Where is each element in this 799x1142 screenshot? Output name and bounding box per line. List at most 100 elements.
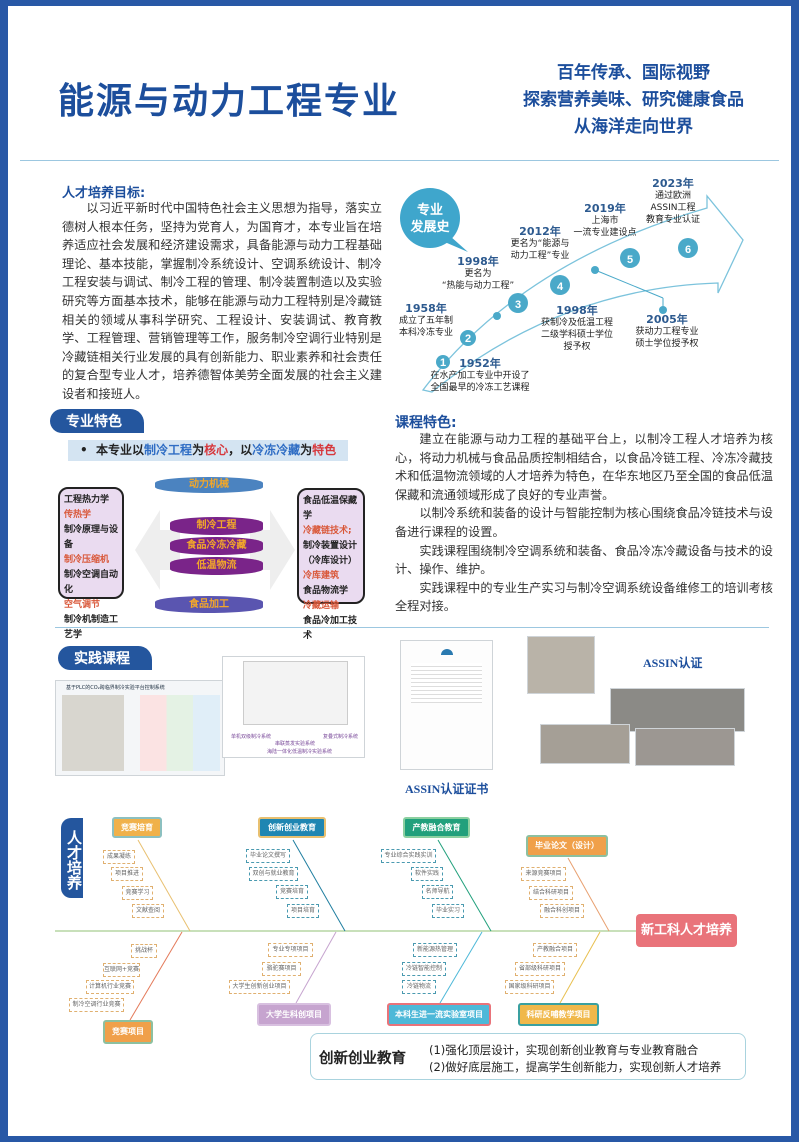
timeline-event: 1958年成立了五年制本科冷冻专业	[399, 303, 453, 339]
fishbone-item: 大学生创新创业项目	[229, 980, 290, 994]
assin-caption: ASSIN认证	[643, 656, 703, 670]
fishbone-item: 国家级科研项目	[505, 980, 554, 994]
course-item: 冷藏链技术;	[303, 526, 352, 536]
goal-text: 以习近平新时代中国特色社会主义思想为指导，落实立德树人根本任务，坚持为党育人，为…	[62, 201, 382, 401]
core-frozen-food: 食品冷冻冷藏	[170, 537, 263, 555]
fishbone-item: 专业综合实践实训	[381, 849, 436, 863]
step-4: 4	[557, 281, 564, 293]
step-6: 6	[685, 244, 691, 256]
power-machinery: 动力机械	[155, 477, 263, 493]
course-item: 制冷压缩机	[64, 555, 110, 565]
step-1: 1	[440, 357, 446, 369]
fishbone-item: 名师导航	[422, 885, 453, 899]
core-cold-logistics: 低温物流	[170, 557, 263, 575]
fishbone-item: 计算机行业竞赛	[86, 980, 134, 994]
fishbone-branch: 大学生科创项目	[257, 1003, 331, 1026]
innovation-line: (2)做好底层施工，提高学生创新能力，实现创新人才培养	[429, 1060, 722, 1074]
slogans: 百年传承、国际视野 探索营养美味、研究健康食品 从海洋走向世界	[523, 60, 744, 141]
fishbone-item: 制冷空调行业竞赛	[69, 998, 124, 1012]
course-text: 建立在能源与动力工程的基础平台上，以制冷工程人才培养为核心，将动力机械与食品品质…	[395, 430, 773, 616]
innovation-lines: (1)强化顶层设计，实现创新创业教育与专业教育融合 (2)做好底层施工，提高学生…	[429, 1042, 721, 1076]
step-3: 3	[515, 299, 521, 311]
history-bubble: 专业	[417, 202, 443, 218]
image-label: 海陆一体化低温制冷实验系统	[267, 749, 333, 755]
course-para: 实践课程中的专业生产实习与制冷空调系统设备维修工的培训考核全程对接。	[395, 580, 773, 614]
divider	[20, 160, 779, 161]
timeline-event: 1998年获制冷及低温工程二级学科硕士学位授予权	[541, 305, 613, 353]
fishbone-item: 产教融合项目	[533, 943, 577, 957]
features-tag: 专业特色	[50, 409, 144, 433]
slogan: 百年传承、国际视野	[557, 63, 710, 83]
slogan: 从海洋走向世界	[574, 117, 693, 137]
features-banner: • 本专业以制冷工程为核心，以冷冻冷藏为特色	[68, 440, 348, 461]
fishbone-item: 冷链物流	[402, 980, 436, 994]
event-year: 1998年	[556, 304, 598, 317]
step-5: 5	[627, 254, 633, 266]
fishbone-item: 来源竞赛项目	[521, 867, 566, 881]
fishbone-item: 结合科研项目	[529, 886, 573, 900]
event-text: 授予权	[563, 342, 591, 352]
course-para: 以制冷系统和装备的设计与智能控制为核心围绕食品冷链技术与设备进行课程的设置。	[395, 506, 773, 539]
core-refrigeration: 制冷工程	[170, 517, 263, 535]
banner-text: 核心	[204, 443, 229, 457]
event-year: 2019年	[584, 202, 626, 215]
fishbone-item: 成果凝练	[103, 850, 135, 864]
course-item: 制冷装置设计（冷库设计）	[303, 541, 358, 566]
event-text: 教育专业认证	[645, 215, 701, 225]
fishbone-item: 项目培育	[287, 904, 319, 918]
course-item: 食品低温保藏学	[303, 496, 358, 521]
event-text: 成立了五年制	[398, 316, 454, 326]
step-2: 2	[465, 333, 471, 345]
system-diagram-image: 单机双级制冷系统 串联蒸发实验系统 复叠式制冷系统 海陆一体化低温制冷实验系统	[222, 656, 365, 758]
event-text: 获制冷及低温工程	[540, 318, 614, 328]
event-text: 全国最早的冷冻工艺课程	[430, 383, 530, 393]
event-text: 上海市	[591, 216, 619, 226]
course-item: 冷藏运输	[303, 601, 340, 611]
innovation-line: (1)强化顶层设计，实现创新创业教育与专业教育融合	[429, 1043, 699, 1057]
fishbone-branch: 竞赛项目	[103, 1020, 153, 1044]
innovation-title: 创新创业教育	[319, 1051, 406, 1067]
banner-text: 制冷工程	[144, 443, 193, 457]
food-processing: 食品加工	[155, 596, 263, 613]
new-engineering-goal: 新工科人才培养	[636, 914, 737, 947]
divider	[55, 627, 769, 628]
event-text: 本科冷冻专业	[398, 328, 454, 338]
event-text: 动力工程”专业	[510, 251, 570, 261]
slogan: 探索营养美味、研究健康食品	[523, 90, 744, 110]
history-bubble: 发展史	[409, 219, 450, 235]
fishbone-branch: 科研反哺教学项目	[518, 1003, 599, 1026]
timeline-event: 2012年更名为“能源与动力工程”专业	[511, 226, 570, 262]
talent-label: 人才培养	[61, 818, 83, 898]
fishbone-item: 竞赛学习	[122, 886, 153, 900]
image-title: 基于PLC的CO₂跨临界制冷实验平台控制系统	[66, 685, 165, 691]
timeline-event: 2005年获动力工程专业硕士学位授予权	[635, 314, 698, 350]
course-item: 制冷空调自动化	[64, 570, 119, 595]
image-label: 单机双级制冷系统	[231, 734, 272, 740]
assin-photos: ASSIN认证	[525, 636, 745, 766]
event-year: 1958年	[405, 302, 447, 315]
fishbone-item: 文献查阅	[132, 904, 164, 918]
event-text: 硕士学位授予权	[635, 339, 699, 349]
fishbone-item: 新能源热管理	[413, 943, 457, 957]
fishbone-branch: 本科生进一流实验室项目	[387, 1003, 491, 1026]
course-heading: 课程特色:	[395, 415, 457, 431]
event-text: 获动力工程专业	[635, 327, 699, 337]
fishbone-item: 专业专项项目	[268, 943, 313, 957]
innovation-box: 创新创业教育 (1)强化顶层设计，实现创新创业教育与专业教育融合 (2)做好底层…	[310, 1033, 746, 1080]
fishbone-branch: 毕业论文（设计）	[526, 835, 608, 857]
event-text: 一流专业建设点	[573, 228, 637, 238]
course-para: 建立在能源与动力工程的基础平台上，以制冷工程人才培养为核心，将动力机械与食品品质…	[395, 432, 773, 502]
fishbone-item: 挑战杯	[131, 944, 157, 958]
fishbone-item: 项目推进	[111, 867, 143, 881]
event-year: 2012年	[519, 225, 561, 238]
event-text: 更名为“能源与	[510, 239, 570, 249]
certificate-caption: ASSIN认证证书	[405, 782, 489, 796]
fishbone-item: 毕业实习	[432, 904, 464, 918]
course-item: 制冷机制造工艺学	[64, 615, 119, 640]
timeline-event: 1998年更名为“热能与动力工程”	[442, 256, 514, 292]
fishbone-item: 冷链智能控制	[402, 962, 446, 976]
image-label: 复叠式制冷系统	[323, 734, 359, 740]
bullet: •	[80, 443, 88, 457]
page-title: 能源与动力工程专业	[58, 81, 401, 122]
